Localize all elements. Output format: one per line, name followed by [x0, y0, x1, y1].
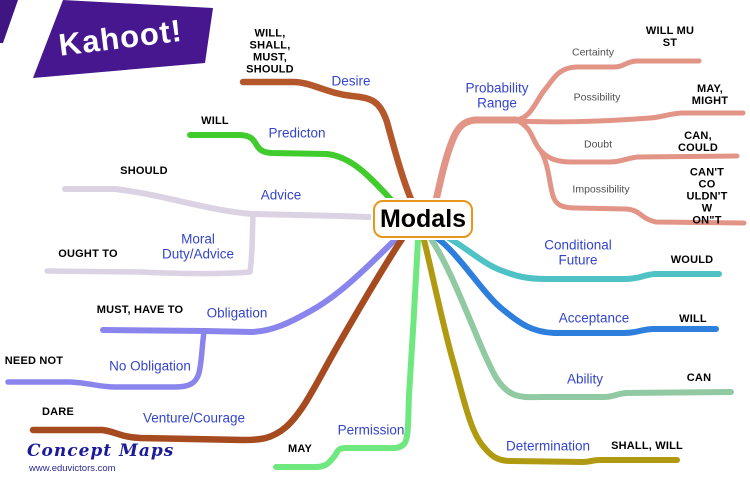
- advice-modals: SHOULD: [120, 165, 168, 178]
- no-obligation-label: No Obligation: [109, 358, 191, 374]
- conditional-modals: WOULD: [670, 254, 714, 267]
- moral-duty-modals: OUGHT TO: [58, 248, 118, 261]
- permission-label: Permission: [337, 422, 405, 438]
- impossibility-modals: CAN'T CO ULDN'T W ON"T: [686, 166, 728, 226]
- ability-modals: CAN: [686, 372, 712, 385]
- prediction-label: Predicton: [268, 125, 326, 141]
- advice-label: Advice: [260, 187, 302, 203]
- permission-branch-line: [273, 237, 421, 470]
- impossibility-sub-line: [538, 148, 747, 226]
- ability-branch-line: [428, 236, 734, 401]
- moral-duty-label: Moral Duty/Advice: [161, 231, 235, 261]
- conditional-label: Conditional Future: [544, 237, 612, 267]
- impossibility-label: Impossibility: [572, 183, 630, 196]
- prediction-modals: WILL: [201, 115, 229, 128]
- certainty-label: Certainty: [571, 46, 615, 59]
- conditional-branch-line: [440, 232, 722, 282]
- desire-label: Desire: [331, 73, 371, 89]
- probability-trunk-line: [431, 116, 520, 209]
- desire-branch-line: [239, 78, 418, 210]
- obligation-label: Obligation: [206, 305, 268, 321]
- obligation-branch-line: [100, 233, 402, 335]
- central-topic-node: Modals: [373, 200, 473, 238]
- permission-modals: MAY: [287, 443, 313, 456]
- acceptance-branch-line: [434, 235, 719, 336]
- prediction-branch-line: [187, 132, 402, 211]
- venture-label: Venture/Courage: [142, 410, 246, 426]
- advice-branch-line: [62, 186, 398, 221]
- kahoot-logo-text: Kahoot!: [56, 12, 185, 63]
- certainty-sub-line: [513, 58, 702, 123]
- watermark-title: Concept Maps: [27, 441, 175, 461]
- watermark-url: www.eduvictors.com: [29, 463, 116, 474]
- determination-modals: SHALL, WILL: [611, 440, 683, 453]
- ability-label: Ability: [566, 371, 604, 387]
- no-obligation-modals: NEED NOT: [4, 355, 64, 368]
- doubt-sub-line: [517, 119, 740, 165]
- determination-branch-line: [421, 237, 680, 465]
- doubt-modals: CAN, COULD: [677, 130, 719, 154]
- possibility-modals: MAY, MIGHT: [691, 83, 729, 107]
- venture-branch-line: [29, 235, 406, 444]
- obligation-modals: MUST, HAVE TO: [96, 304, 184, 317]
- probability-label: Probability Range: [465, 80, 529, 110]
- determination-label: Determination: [505, 438, 591, 454]
- acceptance-label: Acceptance: [558, 310, 630, 326]
- venture-modals: DARE: [42, 406, 74, 419]
- moral-duty-branch-line: [44, 212, 256, 277]
- acceptance-modals: WILL: [679, 313, 707, 326]
- no-obligation-branch-line: [5, 329, 207, 390]
- doubt-label: Doubt: [583, 138, 613, 151]
- desire-modals: WILL, SHALL, MUST, SHOULD: [246, 27, 294, 75]
- possibility-sub-line: [513, 110, 746, 125]
- certainty-modals: WILL MU ST: [645, 25, 695, 49]
- possibility-label: Possibility: [573, 91, 621, 104]
